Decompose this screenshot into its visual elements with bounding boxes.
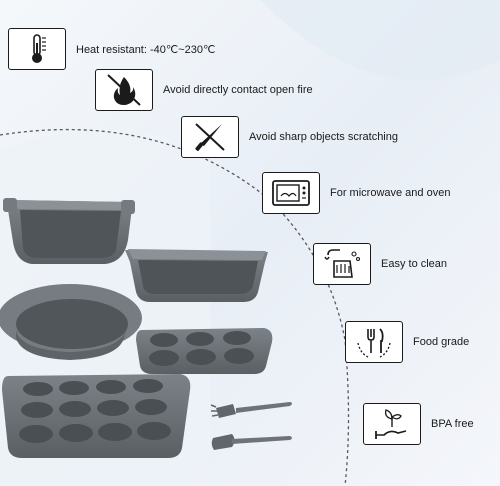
- square-cake-pan: [3, 198, 135, 264]
- feature-text: Heat resistant: -40℃~230℃: [76, 43, 216, 56]
- feature-text: Easy to clean: [381, 258, 448, 270]
- round-cake-pan: [0, 284, 142, 360]
- thermometer-icon: [32, 34, 46, 63]
- microwave-icon-box: [262, 172, 320, 214]
- feature-bpa-free: BPA free: [363, 403, 474, 445]
- feature-microwave: For microwave and oven: [262, 172, 450, 214]
- feature-text: Avoid sharp objects scratching: [249, 131, 398, 143]
- feature-text: Avoid directly contact open fire: [163, 84, 313, 96]
- feature-no-fire: Avoid directly contact open fire: [95, 69, 313, 111]
- no-knife-icon-box: [181, 116, 239, 158]
- feature-easy-clean: Easy to clean: [313, 243, 447, 285]
- silicone-spatula: [211, 434, 292, 450]
- food-grade-icon-box: [345, 321, 403, 363]
- feature-heat-resistant: Heat resistant: -40℃~230℃: [8, 28, 215, 70]
- food-grade-icon: [357, 328, 391, 358]
- microwave-icon: [272, 180, 310, 206]
- 6-cup-muffin-pan: [136, 328, 273, 374]
- bpa-free-icon-box: [363, 403, 421, 445]
- silicone-brush: [210, 402, 292, 418]
- feature-no-sharp: Avoid sharp objects scratching: [181, 116, 398, 158]
- washing-hands-icon: [324, 249, 361, 278]
- feature-food-grade: Food grade: [345, 321, 469, 363]
- no-fire-icon: [107, 74, 141, 106]
- background-swirl: [260, 0, 500, 80]
- thermometer-icon-box: [8, 28, 66, 70]
- loaf-pan: [125, 249, 268, 302]
- feature-text: Food grade: [413, 336, 470, 348]
- washing-hands-icon-box: [313, 243, 371, 285]
- feature-text: For microwave and oven: [330, 187, 451, 199]
- dashed-arc: [0, 128, 350, 486]
- feature-text: BPA free: [431, 418, 474, 430]
- no-knife-icon: [195, 123, 225, 151]
- no-fire-icon-box: [95, 69, 153, 111]
- 12-cup-muffin-pan: [2, 374, 191, 458]
- bpa-free-icon: [375, 409, 407, 439]
